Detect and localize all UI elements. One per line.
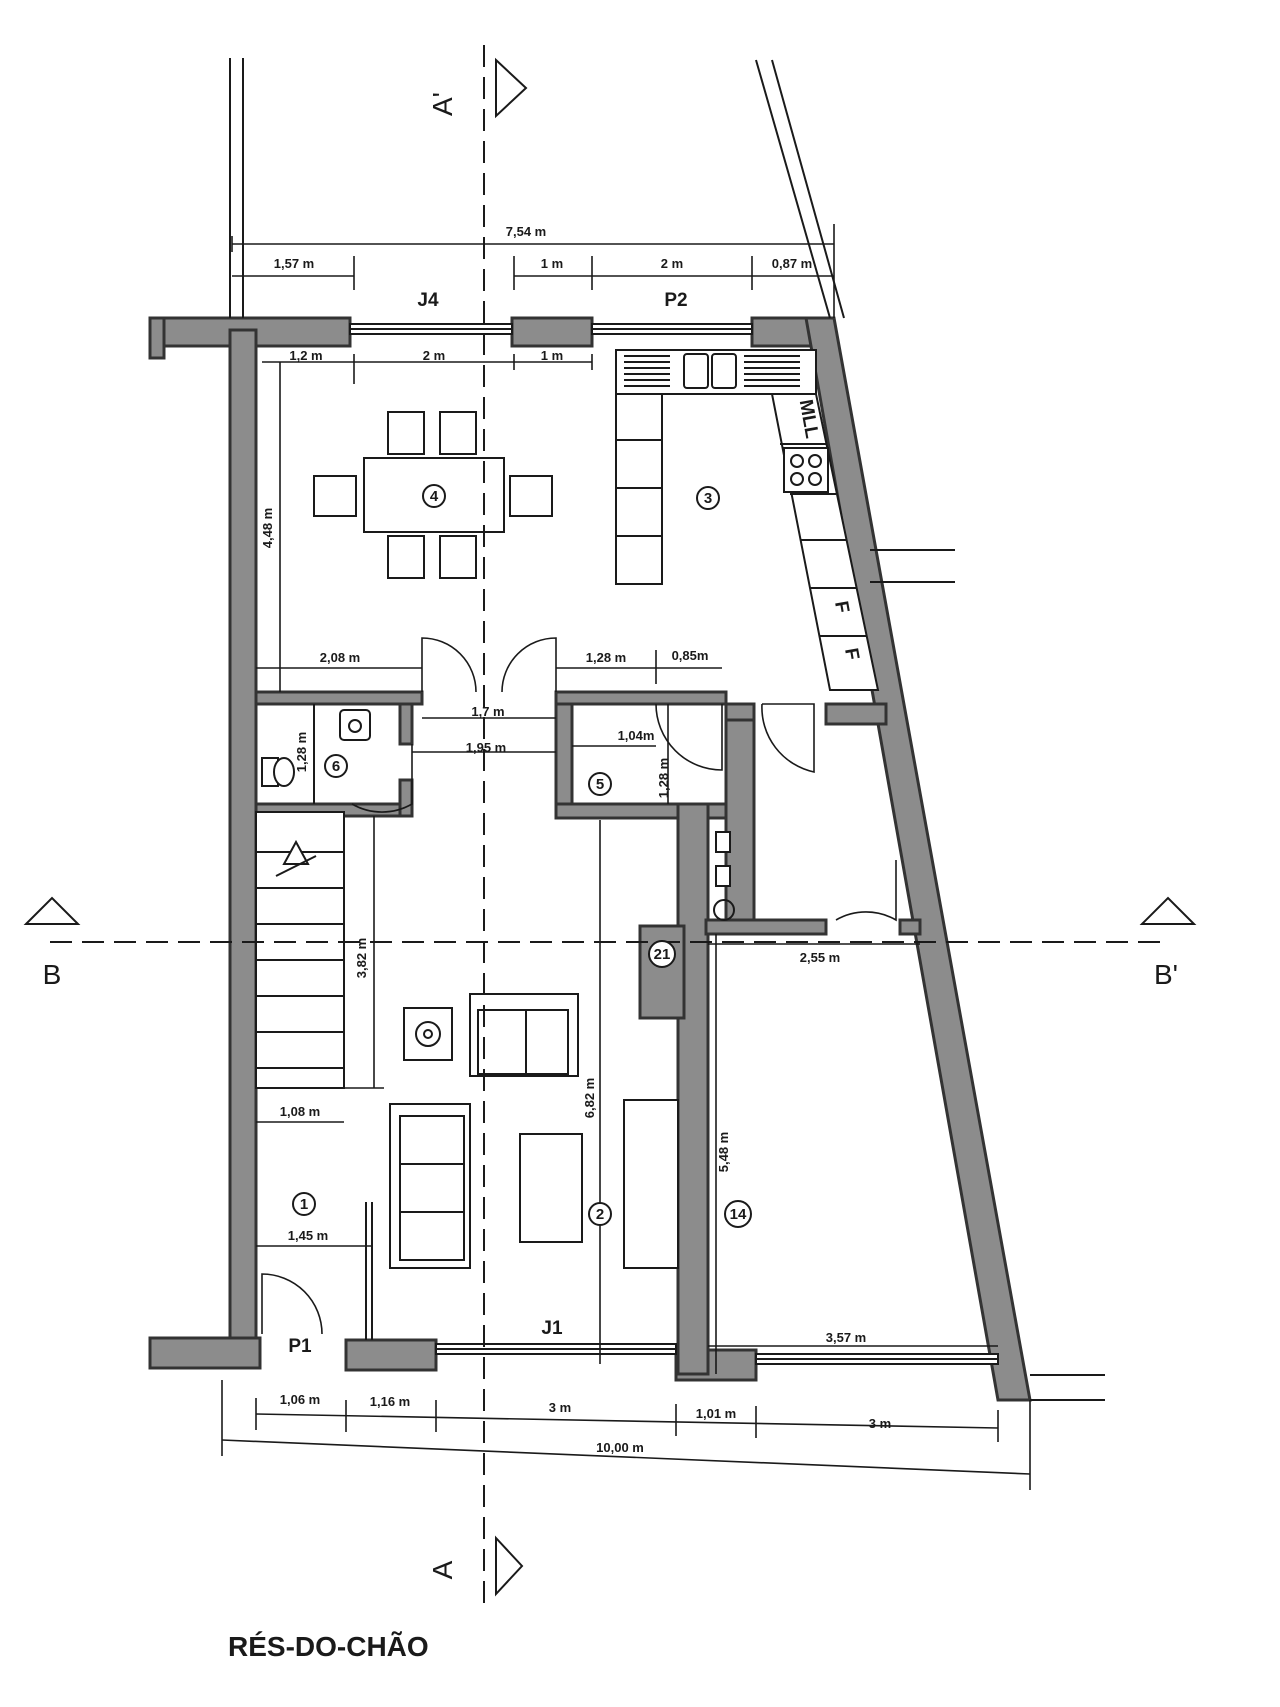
opening-label-p2: P2 [664, 290, 687, 311]
dining-table [313, 411, 553, 579]
wall-left [228, 328, 258, 1342]
dim-v-128b: 1,28 m [294, 732, 309, 772]
dim-bot-total: 10,00 m [596, 1440, 644, 1455]
wall-wc-right-top [398, 702, 414, 746]
opening-label-j1: J1 [541, 1318, 563, 1339]
room-marker-3: 3 [696, 486, 720, 510]
wall-right [804, 316, 1032, 1402]
dim-17: 1,7 m [471, 704, 504, 719]
wall-garage-top-right [898, 918, 922, 936]
label-fridge-a: F [830, 600, 853, 615]
wall-top-mid [510, 316, 594, 348]
dim-v-548: 5,48 m [716, 1132, 731, 1172]
svg-text:5: 5 [596, 776, 604, 793]
meters [713, 831, 735, 921]
section-label-b-left: B [43, 959, 62, 990]
svg-text:1: 1 [300, 1196, 308, 1213]
living-furniture [261, 993, 679, 1340]
boundary-lines [229, 58, 1105, 1401]
wall-bottom-left [148, 1336, 262, 1370]
dim-top-a: 1,57 m [274, 256, 314, 271]
wall-niche-21 [638, 924, 686, 1020]
room-marker-1: 1 [292, 1192, 316, 1216]
section-arrow-top [495, 57, 528, 119]
dim-195: 1,95 m [466, 740, 506, 755]
wall-storage-left [554, 702, 574, 818]
walls [148, 316, 1032, 1402]
dim-top-d: 0,87 m [772, 256, 812, 271]
wc [261, 704, 371, 804]
wall-kitchen-left [254, 690, 424, 706]
room-marker-21: 21 [648, 940, 676, 968]
room-marker-14: 14 [724, 1200, 752, 1228]
windows [349, 323, 999, 1365]
room-marker-6: 6 [324, 754, 348, 778]
dim-bot-e: 3 m [869, 1416, 891, 1431]
dim-bot-a: 1,06 m [280, 1392, 320, 1407]
room-marker-5: 5 [588, 772, 612, 796]
wall-bottom-mid [344, 1338, 438, 1372]
plan-title: RÉS-DO-CHÃO [228, 1631, 429, 1662]
dim-bot-c: 3 m [549, 1400, 571, 1415]
svg-text:4: 4 [430, 488, 439, 505]
section-axes [23, 45, 1197, 1612]
stairs [255, 811, 345, 1089]
section-label-a-top: A' [427, 92, 458, 116]
svg-text:2: 2 [596, 1206, 604, 1223]
room-marker-2: 2 [588, 1202, 612, 1226]
dim-top-total: 7,54 m [506, 224, 546, 239]
section-arrow-bottom [495, 1535, 524, 1597]
section-label-b-right: B' [1154, 959, 1178, 990]
dim-085: 0,85m [672, 648, 709, 663]
dim-v-682: 6,82 m [582, 1078, 597, 1118]
dim-in-a: 1,2 m [289, 348, 322, 363]
wall-kitchen-stub [824, 702, 888, 726]
dim-bot-d: 1,01 m [696, 1406, 736, 1421]
wall-garage-top-left [704, 918, 828, 936]
dim-255: 2,55 m [800, 950, 840, 965]
dim-357: 3,57 m [826, 1330, 866, 1345]
room-marker-4: 4 [422, 484, 446, 508]
dim-in-b: 2 m [423, 348, 445, 363]
dim-104: 1,04m [618, 728, 655, 743]
dim-208: 2,08 m [320, 650, 360, 665]
section-label-a-bottom: A [427, 1560, 458, 1579]
dim-in-c: 1 m [541, 348, 563, 363]
wall-kitchen-right [554, 690, 728, 706]
opening-label-p1: P1 [288, 1336, 312, 1357]
dim-v-128c: 1,28 m [656, 758, 671, 798]
dim-h-448: 4,48 m [260, 508, 275, 548]
opening-label-j4: J4 [417, 290, 439, 311]
dimension-lines [221, 224, 1031, 1490]
svg-text:21: 21 [654, 946, 671, 963]
wall-wc-right-bottom [398, 778, 414, 818]
svg-text:3: 3 [704, 490, 712, 507]
dim-top-c: 2 m [661, 256, 683, 271]
dim-v-382: 3,82 m [354, 938, 369, 978]
dim-128a: 1,28 m [586, 650, 626, 665]
kitchen-doors [351, 637, 897, 922]
section-arrow-left [23, 896, 81, 925]
wall-garage-left [676, 802, 710, 1376]
wall-top-stub [148, 316, 166, 360]
dim-145: 1,45 m [288, 1228, 328, 1243]
svg-text:14: 14 [730, 1206, 747, 1223]
dim-108: 1,08 m [280, 1104, 320, 1119]
dim-top-b: 1 m [541, 256, 563, 271]
dim-bot-b: 1,16 m [370, 1394, 410, 1409]
svg-text:6: 6 [332, 758, 340, 775]
kitchen-counter: MLL F F [615, 349, 880, 691]
label-fridge-b: F [840, 647, 863, 662]
wall-hall-column [724, 718, 756, 932]
section-arrow-right [1139, 896, 1197, 925]
